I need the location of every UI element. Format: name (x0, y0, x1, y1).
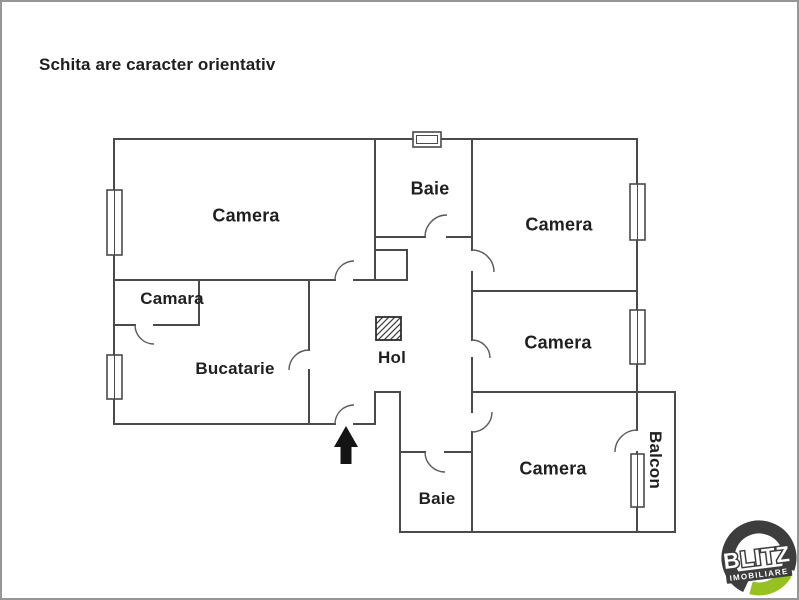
agency-logo: BLITZ IMOBILIARE (721, 520, 797, 596)
walls (113, 138, 676, 533)
window-right-top (629, 183, 646, 241)
vent-bathroom-top (412, 131, 442, 148)
room-label-balcon: Balcon (646, 431, 665, 489)
door-camara (134, 324, 155, 345)
window-right-middle (629, 309, 646, 365)
door-camera-top-right (471, 249, 495, 273)
logo-tagline-bar (725, 565, 793, 584)
window-symbols (106, 131, 646, 508)
room-label-baie-bottom: Baie (418, 489, 456, 508)
logo-ring-dark (721, 520, 797, 592)
door-camera-bottom-right (471, 411, 493, 433)
room-label-camera-bottom-right: Camera (519, 458, 587, 479)
door-entrance (334, 404, 355, 425)
shaft-hatch-symbol (375, 316, 402, 341)
door-camera-middle-right (471, 339, 491, 359)
room-label-bucatarie: Bucatarie (195, 359, 275, 378)
window-left-bottom (106, 354, 123, 400)
room-label-camera-top-left: Camera (212, 205, 280, 226)
door-arcs (134, 214, 638, 473)
door-baie-bottom (424, 451, 446, 473)
room-label-camara: Camara (140, 289, 204, 308)
door-bucatarie (288, 349, 310, 371)
room-label-baie-top: Baie (410, 178, 450, 199)
room-label-hol: Hol (378, 348, 406, 367)
door-camera-top-left (334, 260, 355, 281)
window-balcony (630, 453, 645, 508)
window-left-top (106, 189, 123, 256)
entrance-arrow-icon (334, 426, 358, 464)
door-balcon (614, 429, 638, 453)
door-baie-top (424, 214, 448, 238)
room-label-camera-middle-right: Camera (524, 332, 592, 353)
room-label-camera-top-right: Camera (525, 214, 593, 235)
disclaimer-title: Schita are caracter orientativ (39, 55, 276, 74)
